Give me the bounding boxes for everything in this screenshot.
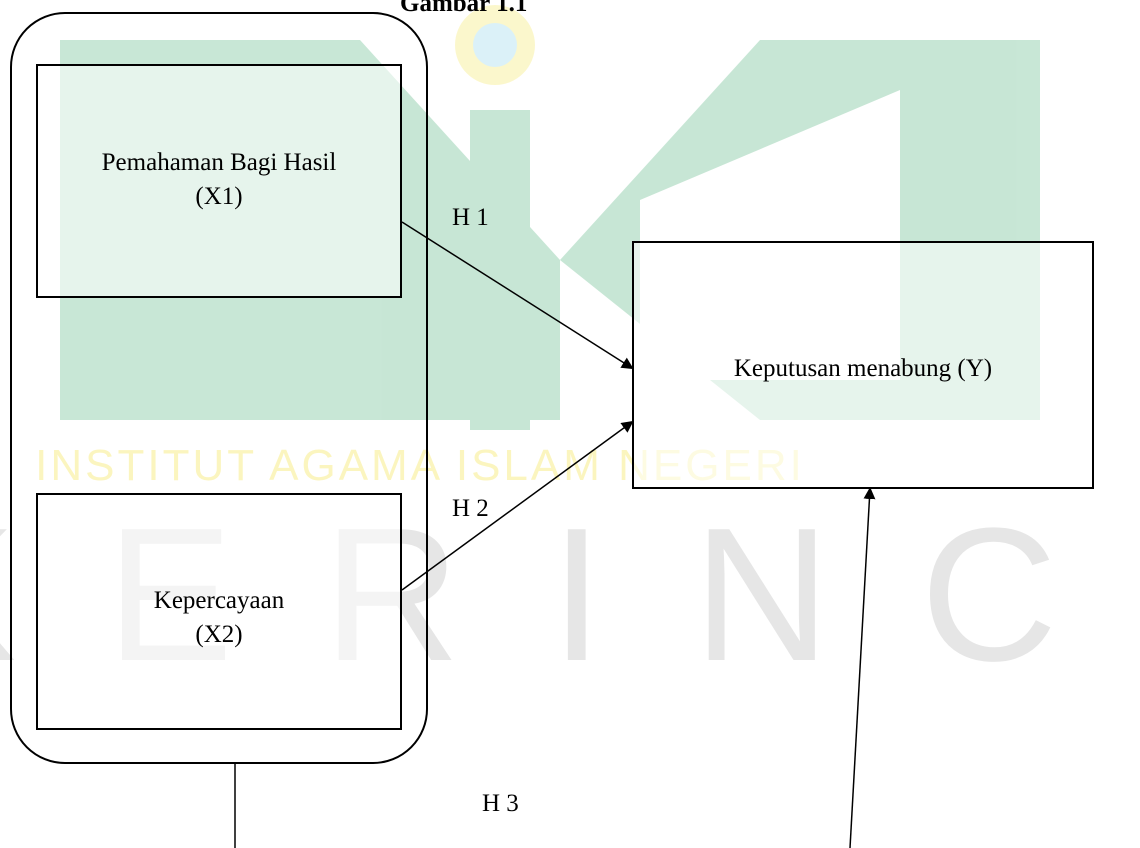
node-x1-label: Pemahaman Bagi Hasil (X1) bbox=[36, 146, 402, 214]
node-x2-label: Kepercayaan (X2) bbox=[36, 584, 402, 652]
arrow-h3-right bbox=[849, 487, 876, 848]
figure-title: Gambar 1.1 bbox=[400, 0, 528, 17]
node-x2-code: (X2) bbox=[195, 621, 243, 648]
node-x2-box bbox=[36, 493, 402, 730]
node-y-label: Keputusan menabung (Y) bbox=[733, 355, 993, 382]
arrow-h1 bbox=[401, 221, 634, 370]
node-x1-box bbox=[36, 64, 402, 298]
hypothesis-h2-label: H 2 bbox=[452, 495, 489, 522]
node-x2-name: Kepercayaan bbox=[153, 587, 285, 614]
hypothesis-h3-label: H 3 bbox=[482, 790, 519, 817]
group-container bbox=[10, 12, 428, 764]
node-x1-name: Pemahaman Bagi Hasil bbox=[101, 149, 337, 176]
arrow-h2 bbox=[401, 420, 634, 591]
hypothesis-h1-label: H 1 bbox=[452, 204, 489, 231]
node-x1-code: (X1) bbox=[195, 183, 243, 210]
